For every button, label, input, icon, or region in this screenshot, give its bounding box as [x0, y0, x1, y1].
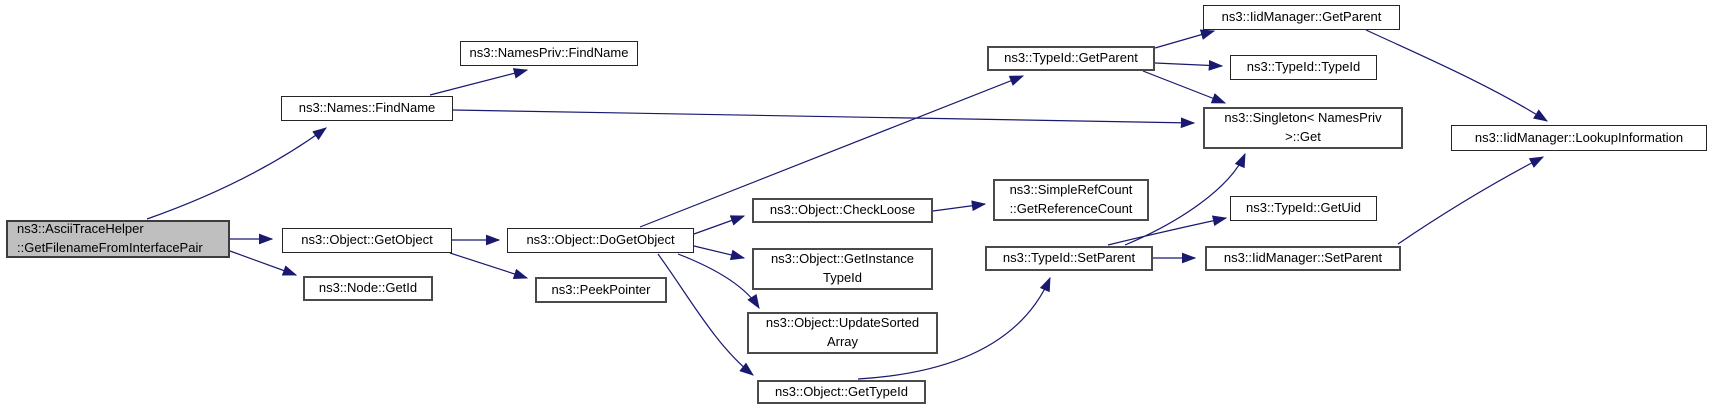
node-label-line: TypeId	[822, 270, 863, 285]
node-label-line: ns3::AsciiTraceHelper	[17, 221, 144, 237]
edge-names-findname-to-singleton-get	[452, 109, 1196, 129]
node-iidmanager-getparent[interactable]: ns3::IidManager::GetParent	[1203, 5, 1400, 30]
node-peekpointer[interactable]: ns3::PeekPointer	[535, 277, 667, 303]
node-object-checkloose[interactable]: ns3::Object::CheckLoose	[752, 198, 933, 223]
node-label-line: ns3::IidManager::GetParent	[1221, 9, 1382, 25]
edge-object-dogetobject-to-typeid-getparent	[639, 75, 1025, 228]
edge-iidmanager-setparent-to-iidmanager-lookupinformation	[1397, 156, 1545, 245]
node-label-line: ns3::Singleton< NamesPriv	[1224, 110, 1382, 126]
node-object-getinstancetypeid[interactable]: ns3::Object::GetInstance TypeId	[752, 248, 933, 290]
node-simplerefcount-getreferencecount[interactable]: ns3::SimpleRefCount ::GetReferenceCount	[993, 179, 1149, 221]
node-label-line: ns3::Object::UpdateSorted	[765, 315, 920, 331]
node-typeid-typeid[interactable]: ns3::TypeId::TypeId	[1230, 55, 1377, 80]
node-label-line: Array	[826, 334, 859, 349]
edge-object-getobject-to-peekpointer	[449, 252, 529, 280]
node-object-getobject[interactable]: ns3::Object::GetObject	[282, 228, 452, 253]
node-singleton-namespriv-get[interactable]: ns3::Singleton< NamesPriv >::Get	[1203, 107, 1403, 149]
node-object-dogetobject[interactable]: ns3::Object::DoGetObject	[507, 228, 694, 253]
node-node-getid[interactable]: ns3::Node::GetId	[303, 276, 433, 301]
node-label-line: ns3::TypeId::GetUid	[1246, 200, 1361, 216]
node-typeid-setparent[interactable]: ns3::TypeId::SetParent	[985, 246, 1153, 271]
edge-object-dogetobject-to-object-getinstancetypeid	[693, 245, 746, 261]
edge-typeid-getparent-to-iidmanager-getparent	[1154, 29, 1216, 49]
node-object-updatesortedarray[interactable]: ns3::Object::UpdateSorted Array	[747, 312, 938, 354]
edge-names-findname-to-namespriv-findname	[429, 68, 529, 96]
edge-object-dogetobject-to-object-checkloose	[693, 215, 746, 235]
node-names-findname[interactable]: ns3::Names::FindName	[281, 96, 453, 121]
edge-object-gettypeid-to-typeid-setparent	[857, 276, 1051, 380]
edge-main-to-node-getid	[229, 250, 298, 276]
node-label-line: ::GetFilenameFromInterfacePair	[17, 240, 203, 255]
node-label-line: ns3::PeekPointer	[551, 281, 651, 297]
node-iidmanager-lookupinformation[interactable]: ns3::IidManager::LookupInformation	[1451, 125, 1707, 151]
node-ascii-trace-helper-get-filename-from-interface-pair[interactable]: ns3::AsciiTraceHelper ::GetFilenameFromI…	[6, 220, 230, 258]
node-label-line: ns3::IidManager::SetParent	[1223, 250, 1383, 266]
node-label-line: ns3::TypeId::SetParent	[1002, 250, 1136, 266]
node-namespriv-findname[interactable]: ns3::NamesPriv::FindName	[460, 41, 638, 66]
edge-object-dogetobject-to-object-updatesortedarray	[677, 253, 760, 310]
node-label-line: ::GetReferenceCount	[1009, 201, 1133, 216]
node-typeid-getparent[interactable]: ns3::TypeId::GetParent	[987, 46, 1155, 71]
node-typeid-getuid[interactable]: ns3::TypeId::GetUid	[1230, 196, 1377, 221]
node-label-line: ns3::SimpleRefCount	[1009, 182, 1133, 198]
edge-object-dogetobject-to-object-gettypeid	[657, 253, 754, 376]
node-label-line: ns3::TypeId::GetParent	[1004, 50, 1138, 66]
node-label-line: ns3::Object::DoGetObject	[526, 232, 675, 248]
edge-typeid-getparent-to-typeid-typeid	[1154, 60, 1224, 71]
edge-main-to-names-findname	[146, 127, 327, 220]
edge-typeid-setparent-to-singleton-get	[1124, 152, 1246, 246]
edge-typeid-setparent-to-typeid-getuid	[1107, 215, 1228, 246]
edge-typeid-getparent-to-singleton-get	[1142, 70, 1227, 104]
node-label-line: ns3::TypeId::TypeId	[1246, 59, 1361, 75]
node-label-line: ns3::NamesPriv::FindName	[469, 45, 629, 61]
node-label-line: ns3::Object::GetObject	[301, 232, 433, 248]
node-label-line: ns3::Object::GetTypeId	[775, 383, 908, 399]
edge-iidmanager-getparent-to-iidmanager-lookupinformation	[1365, 29, 1549, 122]
node-label-line: ns3::IidManager::LookupInformation	[1474, 129, 1684, 145]
node-label-line: ns3::Node::GetId	[318, 280, 418, 296]
node-label-line: ns3::Object::GetInstance	[770, 251, 915, 267]
node-object-gettypeid[interactable]: ns3::Object::GetTypeId	[757, 380, 926, 404]
node-label-line: ns3::Names::FindName	[298, 100, 436, 116]
node-iidmanager-setparent[interactable]: ns3::IidManager::SetParent	[1205, 246, 1401, 271]
edge-object-checkloose-to-simplerefcount-getreferencecount	[932, 200, 987, 212]
node-label-line: ns3::Object::CheckLoose	[769, 202, 916, 218]
node-label-line: >::Get	[1285, 129, 1321, 144]
